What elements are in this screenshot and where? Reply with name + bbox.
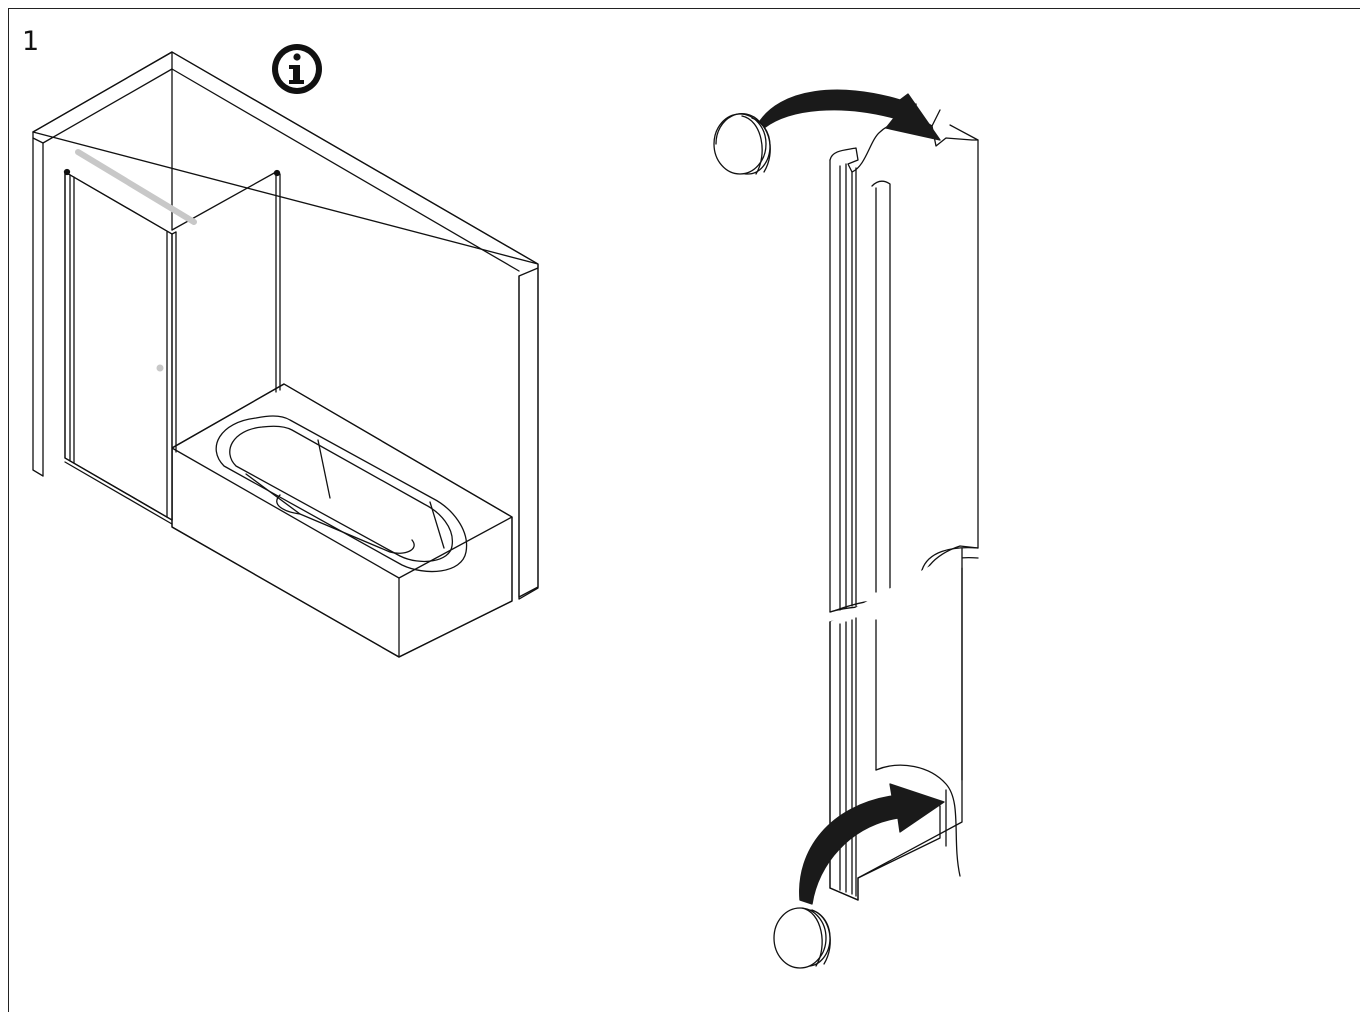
bathtub (171, 383, 513, 658)
end-cap-top (713, 113, 771, 175)
wall-profile-detail (829, 103, 979, 901)
highlighted-profile (75, 149, 197, 372)
arrow-top (757, 89, 941, 141)
info-icon (272, 44, 322, 94)
shower-screen (63, 168, 281, 525)
page-frame (8, 8, 1360, 1012)
end-cap-bottom (773, 907, 831, 969)
wall-profile (829, 103, 979, 623)
step-number: 1 (22, 26, 40, 57)
bathroom-scene (32, 51, 539, 658)
arrow-bottom (799, 783, 945, 905)
wall (32, 51, 539, 600)
